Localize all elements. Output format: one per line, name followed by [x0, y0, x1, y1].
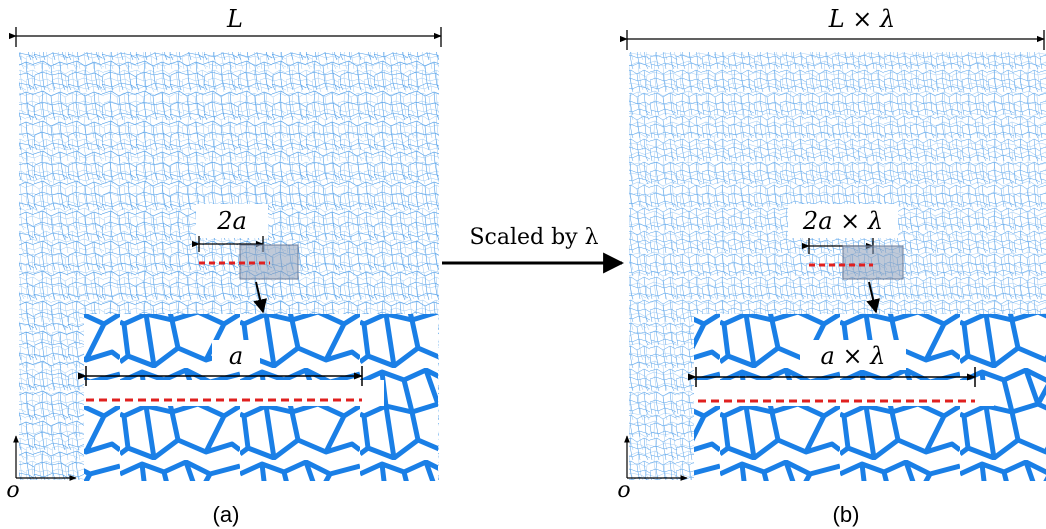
panel-a-caption: (a) — [213, 502, 240, 527]
panel-a: a 2a L o (a) — [6, 5, 442, 527]
panel-a-zoom-pointer — [253, 281, 267, 314]
panel-b-caption: (b) — [833, 502, 860, 527]
panel-b-zoom-window — [842, 245, 904, 280]
panel-a-outer-dim-label: L — [226, 5, 243, 33]
scale-arrow-group: Scaled by λ — [442, 225, 625, 274]
panel-b-zoom-pointer — [866, 281, 880, 314]
panel-b-small-label-bg — [788, 204, 898, 238]
panel-b-outer-dim-label: L × λ — [828, 5, 896, 33]
panel-a-small-dim-label: 2a — [216, 207, 247, 235]
panel-b: a × λ 2a × λ L × λ o (b) — [617, 5, 1046, 527]
panel-b-origin-label: o — [617, 478, 630, 503]
panel-a-origin-label: o — [6, 478, 19, 503]
panel-b-small-dim-label: 2a × λ — [802, 207, 883, 235]
panel-a-small-label-bg — [196, 204, 268, 238]
panel-a-zoom-dim-label-bg — [212, 340, 260, 370]
panel-b-zoom-dim-label-bg — [800, 340, 906, 370]
panel-b-zoom-dim-label: a × λ — [821, 342, 886, 370]
scale-arrow-label: Scaled by λ — [469, 225, 598, 250]
panel-a-zoom-label-clear — [84, 380, 384, 406]
panel-a-zoom-dim-label: a — [229, 342, 243, 370]
